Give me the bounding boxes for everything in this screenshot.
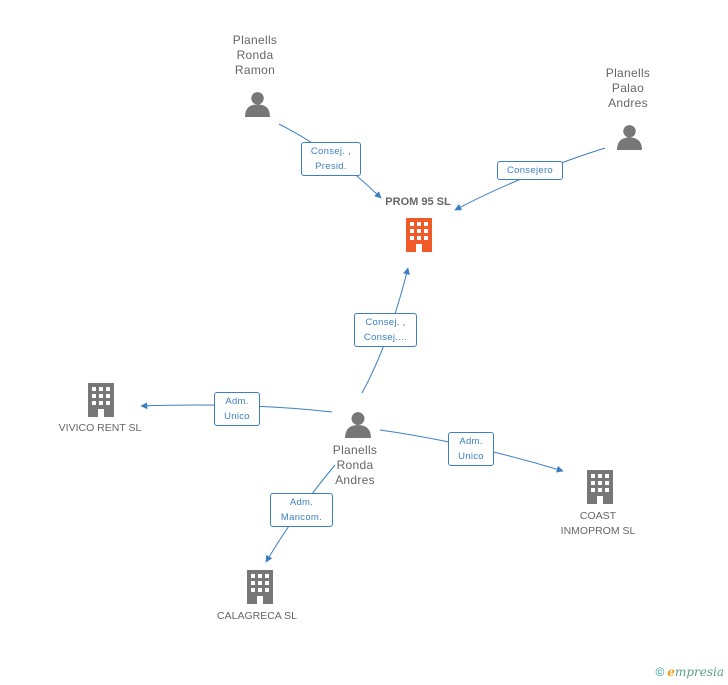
edge-label-line: Consej.... — [363, 332, 408, 343]
name-line: Ronda — [236, 48, 274, 62]
edge-label-andres-calagreca[interactable]: Adm. Mancom. — [270, 493, 333, 527]
building-icon[interactable] — [587, 470, 613, 504]
building-icon[interactable] — [88, 383, 114, 417]
node-label-ronda-andres[interactable]: Planells Ronda Andres — [320, 443, 390, 488]
edge-label-andres-prom[interactable]: Consej. , Consej.... — [354, 313, 417, 347]
edge-label-line: Consej. , — [310, 146, 352, 157]
name-line: Ronda — [336, 458, 374, 472]
node-label-calagreca[interactable]: CALAGRECA SL — [217, 610, 297, 622]
node-label-palao-andres[interactable]: Planells Palao Andres — [593, 66, 663, 111]
edge-label-andres-vivico[interactable]: Adm. Unico — [214, 392, 260, 426]
person-icon[interactable] — [617, 125, 642, 150]
edge-label-andres-coast[interactable]: Adm. Unico — [448, 432, 494, 466]
footer-brand: © empresia — [655, 665, 724, 679]
name-line: Ramon — [234, 63, 276, 77]
node-label-prom95[interactable]: PROM 95 SL — [385, 196, 451, 208]
brand-initial: e — [667, 665, 675, 679]
name-line: COAST — [579, 510, 617, 522]
copyright-symbol: © — [655, 665, 665, 679]
name-line: Andres — [608, 96, 648, 110]
edge-label-palao-prom[interactable]: Consejero — [497, 161, 563, 180]
name-line: Planells — [232, 33, 278, 47]
person-icon[interactable] — [345, 412, 371, 438]
building-icon[interactable] — [247, 570, 273, 604]
building-icon-highlight[interactable] — [406, 218, 432, 252]
edge-label-line: Adm. — [225, 396, 249, 407]
edge-label-line: Adm. — [289, 497, 314, 508]
node-label-vivico[interactable]: VIVICO RENT SL — [58, 422, 142, 434]
person-icon[interactable] — [245, 92, 270, 117]
edge-label-line: Consej. , — [365, 317, 406, 328]
name-line: INMOPROM SL — [560, 525, 636, 537]
edge-label-line: Presid. — [315, 161, 347, 172]
node-label-ronda-ramon[interactable]: Planells Ronda Ramon — [220, 33, 290, 78]
edge-label-line: Consejero — [506, 165, 553, 176]
edge-label-line: Mancom. — [280, 512, 323, 523]
brand-logo: empresia — [667, 665, 724, 679]
name-line: Planells — [605, 66, 651, 80]
brand-rest: mpresia — [674, 665, 724, 679]
name-line: Planells — [332, 443, 378, 457]
edge-label-line: Adm. — [459, 436, 483, 447]
edge-label-line: Unico — [458, 451, 484, 462]
name-line: Palao — [611, 81, 645, 95]
name-line: Andres — [335, 473, 375, 487]
edge-label-ramon-prom[interactable]: Consej. , Presid. — [301, 142, 361, 176]
edge-label-line: Unico — [224, 411, 250, 422]
node-label-coast[interactable]: COAST INMOPROM SL — [548, 509, 648, 539]
